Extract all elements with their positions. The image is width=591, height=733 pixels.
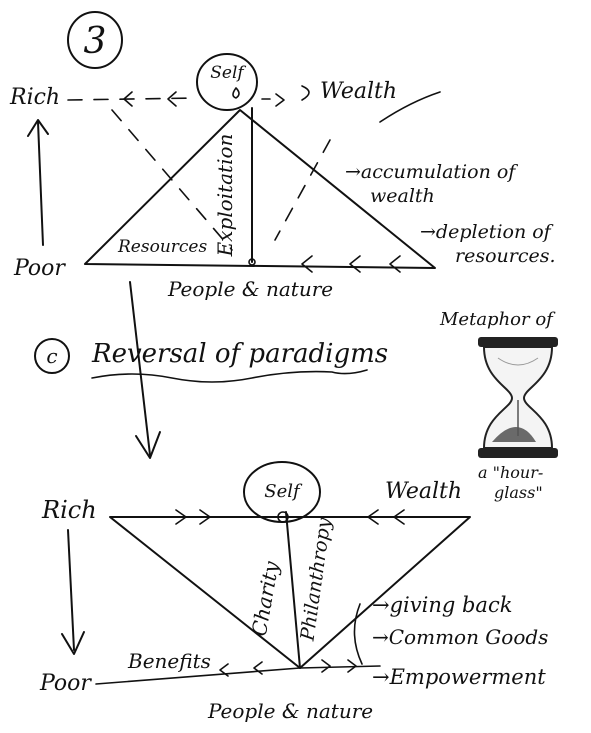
base-arrows-top	[301, 255, 401, 273]
note-accumulation: →accumulation of	[345, 161, 518, 183]
self-label-top: Self	[210, 63, 246, 83]
note-bracket	[353, 603, 363, 665]
dashed-inner-left	[111, 109, 233, 251]
poor-label-bottom: Poor	[39, 671, 92, 696]
hourglass-metaphor: Metaphor of a "hour- glass"	[439, 309, 558, 502]
dashed-rich-line-top	[67, 97, 197, 101]
note-wealth: wealth	[370, 185, 435, 207]
bottom-diagram: Rich Poor Self Wealth Charity Philanthro…	[39, 461, 548, 723]
section-title-underline	[91, 369, 368, 383]
section-marker-circle	[34, 338, 70, 374]
axis-dot-top	[248, 258, 256, 266]
self-circle-top	[196, 53, 258, 111]
top-diagram: 3 Self Rich Poor Wealth Exploitation Res…	[9, 11, 556, 301]
number-circle	[67, 11, 123, 69]
rich-label-bottom: Rich	[41, 496, 97, 524]
triangle-top	[84, 109, 436, 269]
rich-label-top: Rich	[9, 85, 60, 110]
base-line-bottom	[95, 665, 381, 685]
people-nature-label-bottom: People & nature	[207, 699, 373, 723]
triangle-bottom	[109, 516, 471, 669]
note-empowerment: →Empowerment	[372, 665, 546, 689]
self-label-bottom: Self	[264, 481, 303, 502]
resources-label: Resources	[117, 237, 207, 257]
note-giving-back: →giving back	[372, 593, 512, 617]
note-resources: resources.	[455, 245, 556, 267]
rich-poor-arrow-top	[37, 121, 44, 246]
wealth-label-bottom: Wealth	[385, 479, 462, 504]
hourglass-icon	[478, 337, 558, 458]
section-title: Reversal of paradigms	[91, 339, 388, 369]
metaphor-caption-1: a "hour-	[478, 463, 543, 482]
rich-poor-arrow-bottom	[67, 529, 75, 651]
metaphor-caption-2: glass"	[494, 483, 543, 502]
self-dot-top	[232, 87, 240, 99]
dashed-arrow-2	[167, 91, 177, 107]
charity-label: Charity	[247, 559, 284, 638]
note-depletion: →depletion of	[420, 221, 554, 243]
metaphor-title: Metaphor of	[439, 309, 556, 330]
section-heading: c Reversal of paradigms	[34, 338, 388, 383]
note-common-goods: →Common Goods	[372, 625, 548, 649]
axis-dot-bottom	[277, 511, 289, 523]
wealth-arrow-top	[261, 85, 310, 107]
rich-poor-arrowhead-bottom	[61, 631, 85, 655]
benefits-label: Benefits	[127, 649, 211, 673]
dashed-inner-right	[274, 139, 331, 241]
section-number: 3	[84, 21, 107, 62]
wealth-label-top: Wealth	[320, 79, 397, 104]
philanthropy-label: Philanthropy	[296, 516, 335, 643]
base-arrows-bottom	[219, 659, 357, 677]
rich-poor-arrowhead-top	[27, 119, 49, 137]
dashed-arrow-1	[123, 91, 133, 107]
people-nature-label-top: People & nature	[167, 277, 333, 301]
wealth-underline-top	[379, 91, 441, 123]
section-marker: c	[46, 344, 57, 368]
top-edge-arrows-bottom	[175, 509, 405, 525]
exploitation-label: Exploitation	[213, 134, 237, 258]
transition-arrow	[129, 281, 161, 459]
poor-label-top: Poor	[13, 256, 66, 281]
center-axis-bottom	[285, 511, 301, 669]
